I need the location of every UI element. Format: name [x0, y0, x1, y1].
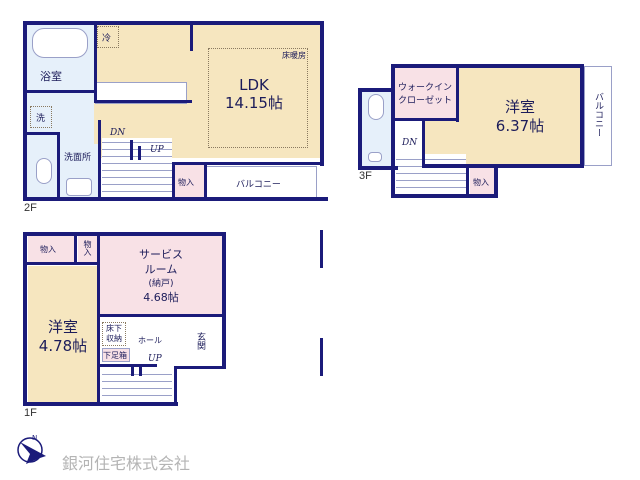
hall-label: ホール — [138, 336, 162, 345]
compass-icon: N — [17, 434, 46, 464]
stairs-2f — [102, 138, 172, 198]
fridge-space — [97, 26, 119, 48]
bath-label: 浴室 — [40, 70, 62, 83]
washer-space — [30, 106, 52, 128]
underfloor-label-2: 収納 — [106, 334, 122, 343]
bathtub — [32, 28, 88, 58]
floor-heating-zone — [208, 48, 308, 148]
wic-label-1: ウォークイン — [398, 83, 453, 93]
dn-label-2f: DN — [110, 128, 126, 138]
fridge-label: 冷 — [102, 34, 112, 44]
floor-label-1f: 1F — [24, 407, 37, 419]
up-label-2f: UP — [150, 145, 164, 155]
toilet-3f — [368, 94, 384, 120]
divider-mark-top — [320, 230, 323, 268]
western-1f-size: 4.78帖 — [38, 337, 88, 355]
shoe-box-label: 下足箱 — [103, 351, 127, 360]
sink-2f — [66, 178, 92, 196]
ldk-size: 14.15帖 — [225, 94, 283, 112]
service-room-size: 4.68帖 — [143, 291, 179, 304]
floor-heating-label: 床暖房 — [282, 51, 306, 60]
entrance-label: 玄関 — [195, 332, 205, 350]
western-room-3f — [456, 68, 580, 164]
svg-text:N: N — [32, 434, 37, 442]
service-room — [100, 236, 222, 316]
washer-label: 洗 — [36, 114, 46, 124]
storage-1f-b-label: 物入 — [83, 240, 92, 256]
service-room-label-1: サービス — [139, 248, 183, 261]
floor-label-3f: 3F — [359, 170, 372, 182]
wic-label-2: クローゼット — [398, 96, 453, 106]
balcony-3f — [584, 66, 612, 166]
balcony-3f-label: バルコニー — [593, 92, 603, 137]
western-3f-name: 洋室 — [504, 98, 535, 116]
sink-3f — [368, 152, 382, 162]
ldk-name: LDK — [239, 76, 269, 94]
dn-label-3f: DN — [402, 138, 418, 148]
floor-label-2f: 2F — [24, 202, 37, 214]
underfloor-storage — [102, 322, 126, 346]
underfloor-label-1: 床下 — [106, 324, 122, 333]
walk-in-closet — [394, 68, 456, 118]
shoe-box — [102, 348, 130, 362]
storage-1f-a-label: 物入 — [40, 245, 56, 254]
storage-1f-b — [78, 236, 98, 264]
toilet-2f — [36, 158, 52, 184]
storage-1f-a — [28, 236, 74, 264]
washroom-label: 洗面所 — [64, 153, 92, 163]
balcony-2f-label: バルコニー — [236, 180, 281, 190]
storage-2f-label: 物入 — [178, 178, 194, 187]
storage-3f — [470, 166, 496, 194]
divider-mark-bottom — [320, 338, 323, 376]
western-room-1f — [28, 266, 98, 402]
western-1f-name: 洋室 — [47, 318, 78, 336]
entrance-area — [178, 318, 222, 366]
service-room-label-2: ルーム — [144, 263, 178, 276]
stairs-1f — [102, 368, 172, 402]
storage-2f — [175, 164, 205, 198]
storage-3f-label: 物入 — [473, 178, 489, 187]
up-label-1f: UP — [148, 354, 162, 364]
western-3f-size: 6.37帖 — [495, 117, 545, 135]
company-name: 銀河住宅株式会社 — [62, 454, 191, 473]
service-room-label-3: (納戸) — [148, 279, 174, 289]
stairs-3f — [396, 154, 466, 194]
